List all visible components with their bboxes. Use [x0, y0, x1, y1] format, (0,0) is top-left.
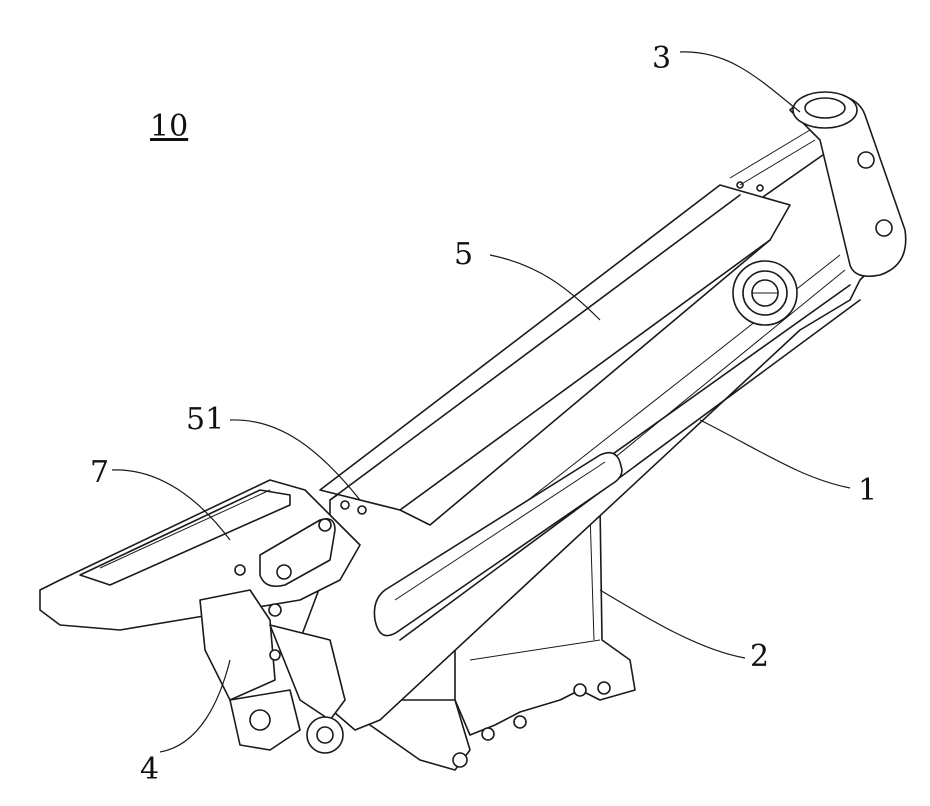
figure-number: 10: [150, 112, 188, 142]
label-part-3: 3: [652, 44, 671, 74]
label-part-1: 1: [858, 476, 877, 506]
label-part-5: 5: [454, 240, 473, 270]
label-part-2: 2: [750, 642, 769, 672]
label-part-4: 4: [140, 755, 159, 785]
label-part-7: 7: [90, 458, 109, 488]
label-part-51: 51: [186, 405, 224, 435]
lock-disc: [733, 261, 797, 325]
